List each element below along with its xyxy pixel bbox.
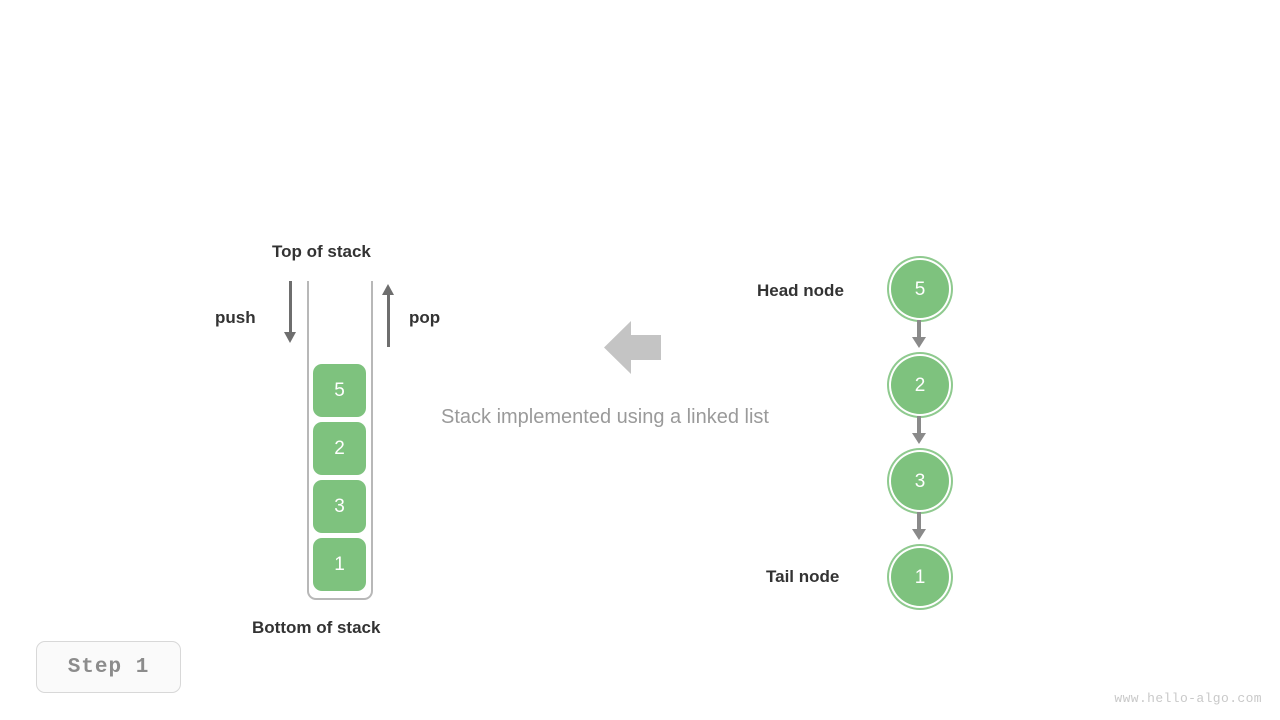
- link-arrow-shaft: [917, 416, 921, 435]
- tail-node-label: Tail node: [766, 567, 840, 586]
- step-badge: Step 1: [36, 641, 181, 693]
- top-of-stack-label: Top of stack: [272, 242, 371, 261]
- link-arrow-icon: [912, 433, 926, 444]
- list-node: 3: [891, 452, 949, 510]
- arrow-left-icon: [604, 320, 661, 375]
- pop-arrow-icon: [382, 284, 394, 295]
- link-arrow-shaft: [917, 320, 921, 339]
- list-node: 1: [891, 548, 949, 606]
- head-node-label: Head node: [757, 281, 844, 300]
- push-arrow-shaft: [289, 281, 292, 334]
- link-arrow-shaft: [917, 512, 921, 531]
- diagram-caption: Stack implemented using a linked list: [441, 406, 769, 428]
- stack-container: [307, 281, 373, 600]
- watermark: www.hello-algo.com: [1114, 691, 1262, 706]
- push-label: push: [215, 308, 256, 327]
- bottom-of-stack-label: Bottom of stack: [252, 618, 381, 637]
- stack-cell: 3: [313, 480, 366, 533]
- link-arrow-icon: [912, 529, 926, 540]
- push-arrow-icon: [284, 332, 296, 343]
- stack-cell: 1: [313, 538, 366, 591]
- list-node: 2: [891, 356, 949, 414]
- stack-cell: 2: [313, 422, 366, 475]
- list-node: 5: [891, 260, 949, 318]
- link-arrow-icon: [912, 337, 926, 348]
- stack-cell: 5: [313, 364, 366, 417]
- pop-arrow-shaft: [387, 294, 390, 347]
- pop-label: pop: [409, 308, 441, 327]
